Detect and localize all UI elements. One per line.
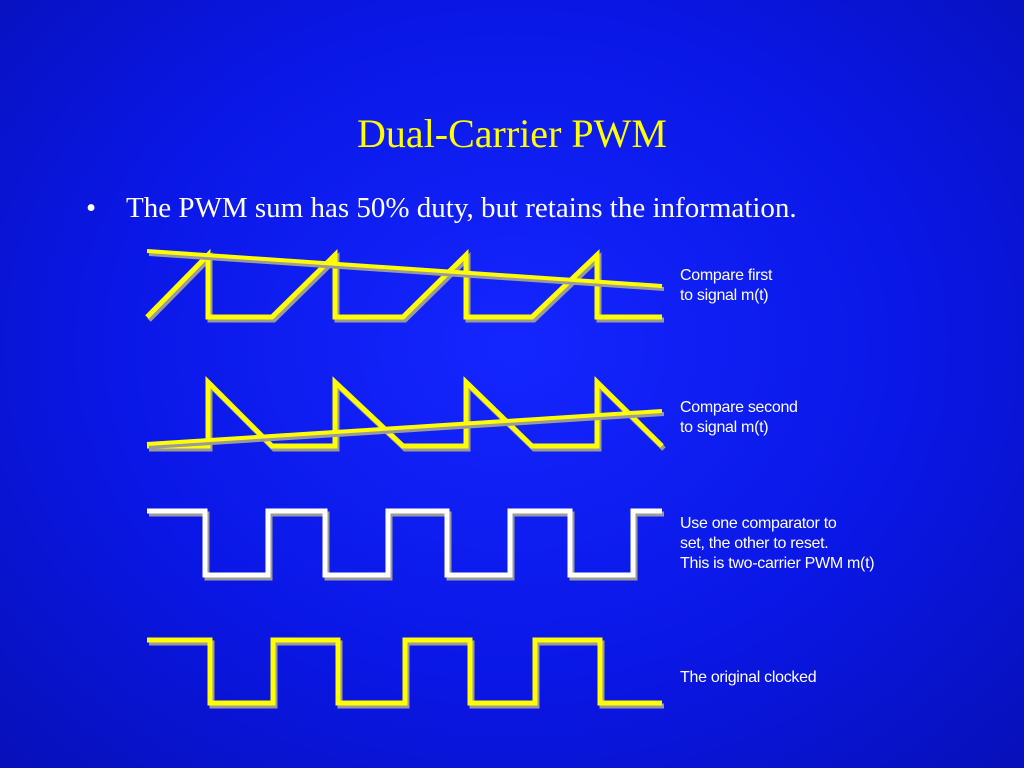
- waveform-two-carrier-pwm-shadow: [149, 511, 664, 581]
- bullet-dot-icon: •: [86, 192, 97, 224]
- reference-line-first: [146, 249, 663, 288]
- bullet-item: • The PWM sum has 50% duty, but retains t…: [86, 190, 986, 226]
- waveform-compare-second: [147, 375, 664, 449]
- waveform-two-carrier-pwm: [147, 508, 662, 578]
- reference-line-second-shadow: [148, 412, 665, 449]
- label-compare-second: Compare second to signal m(t): [680, 399, 798, 436]
- waveform-compare-first: [145, 248, 662, 320]
- label-compare-first: Compare first to signal m(t): [680, 267, 773, 304]
- reference-line-second: [146, 409, 663, 446]
- slide-title: Dual-Carrier PWM: [357, 111, 667, 156]
- label-original-clocked: The original clocked: [680, 669, 817, 686]
- waveform-original-clocked: [147, 637, 662, 706]
- label-two-carrier-pwm: Use one comparator to set, the other to …: [680, 515, 875, 572]
- reference-line-first-shadow: [148, 252, 665, 291]
- bullet-text: The PWM sum has 50% duty, but retains th…: [126, 192, 797, 224]
